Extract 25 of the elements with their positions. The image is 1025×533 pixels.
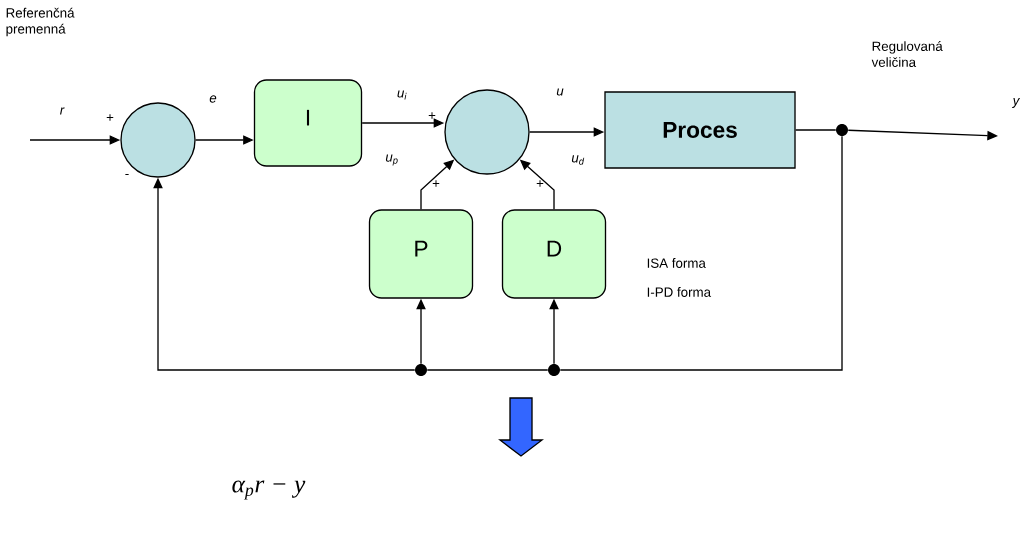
signal-label: Regulovaná veličina xyxy=(871,41,943,67)
sign-label: + xyxy=(536,180,544,187)
signal-label: u$_{d}$ xyxy=(571,155,585,165)
summing-junction xyxy=(120,102,196,178)
signal-label: r xyxy=(60,107,65,115)
connector-line xyxy=(426,369,549,371)
formula-label: α$_{p}$r − y xyxy=(232,480,306,500)
controller-block: P xyxy=(368,209,474,299)
controller-block: I xyxy=(253,79,363,167)
signal-label: y xyxy=(1011,98,1020,108)
sign-label: - xyxy=(125,174,129,175)
signal-label: u xyxy=(556,88,564,96)
sign-label: + xyxy=(428,112,436,119)
connector-line xyxy=(559,135,843,371)
connector-line xyxy=(795,129,837,131)
controller-block: D xyxy=(501,209,607,299)
process-box: Proces xyxy=(604,91,796,169)
signal-label: u$_{i}$ xyxy=(397,90,407,100)
form-label: I-PD forma xyxy=(647,287,712,297)
form-label: ISA forma xyxy=(647,258,706,268)
signal-label: u$_{p}$ xyxy=(385,154,398,166)
summing-junction xyxy=(444,89,530,175)
signal-label: Referenčná premenná xyxy=(6,7,75,37)
sign-label: + xyxy=(432,180,440,187)
signal-label: e xyxy=(209,95,217,103)
